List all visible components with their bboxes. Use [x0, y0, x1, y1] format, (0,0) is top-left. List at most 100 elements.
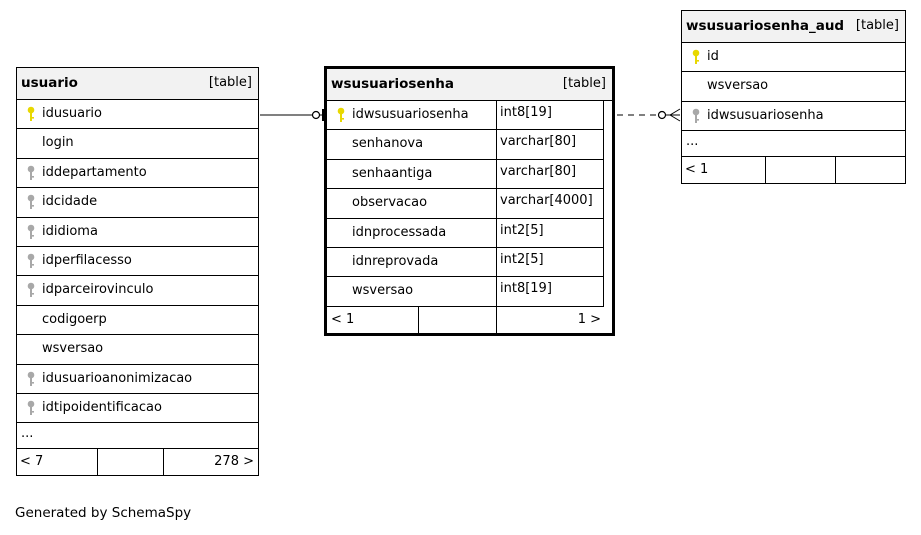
table-name[interactable]: wsusuariosenha — [331, 76, 454, 92]
foreign-key-icon — [26, 224, 36, 240]
table-footer: < 1 — [682, 157, 905, 184]
children-count: 278 > — [214, 454, 254, 470]
column-name: login — [42, 135, 74, 151]
footer-middle-cell — [97, 449, 163, 476]
table-wsusuariosenha-aud[interactable]: wsusuariosenha_aud [table] id wsversao idw… — [681, 10, 906, 185]
column-name: observacao — [352, 195, 428, 211]
column-name: senhanova — [352, 136, 424, 152]
column-name: idnreprovada — [352, 253, 439, 269]
children-count-cell[interactable]: 1 > — [496, 306, 605, 333]
table-usuario[interactable]: usuario [table] idusuario login iddepartam… — [16, 67, 259, 477]
children-count: 1 > — [577, 311, 601, 327]
column-list: idusuario login iddepartamento idcidade idid… — [17, 100, 258, 424]
generated-by-note: Generated by SchemaSpy — [15, 505, 192, 521]
primary-key-icon — [336, 107, 346, 123]
column-type: varchar[80] — [496, 130, 606, 159]
foreign-key-icon — [26, 253, 36, 269]
column-row[interactable]: idperfilacesso — [17, 247, 258, 277]
column-type: int8[19] — [496, 277, 606, 306]
column-list: idwsusuariosenha int8[19] senhanova varchar… — [327, 101, 612, 307]
column-row[interactable]: idusuario — [17, 100, 258, 130]
column-name: idusuarioanonimizacao — [42, 370, 193, 386]
column-name: id — [707, 49, 719, 64]
column-row[interactable]: wsversao — [682, 72, 905, 102]
column-type: varchar[80] — [496, 159, 606, 189]
column-row[interactable]: idcidade — [17, 188, 258, 218]
more-columns-indicator: ... — [686, 134, 699, 150]
column-row[interactable]: idwsusuariosenha — [682, 102, 905, 132]
column-name: idnprocessada — [352, 224, 447, 240]
primary-key-icon — [26, 106, 36, 122]
table-type-label: [table] — [855, 18, 899, 33]
table-type-label: [table] — [208, 75, 252, 90]
column-row[interactable]: senhaantiga varchar[80] — [327, 159, 606, 190]
column-row[interactable]: ididioma — [17, 218, 258, 247]
table-type-label: [table] — [562, 76, 606, 91]
primary-key-icon — [691, 49, 701, 65]
column-row[interactable]: observacao varchar[4000] — [327, 189, 606, 219]
table-header: wsusuariosenha_aud [table] — [682, 11, 905, 43]
column-row[interactable]: idnprocessada int2[5] — [327, 218, 606, 248]
foreign-key-icon — [26, 282, 36, 298]
parents-count: < 1 — [685, 162, 709, 178]
column-row[interactable]: idtipoidentificacao — [17, 394, 258, 424]
parents-count-cell[interactable]: < 1 — [327, 307, 418, 333]
footer-middle-cell — [765, 157, 835, 184]
relationship-wsusuariosenha-aud — [606, 108, 681, 122]
foreign-key-icon — [26, 165, 36, 181]
column-name: idusuario — [42, 106, 102, 121]
column-row[interactable]: codigoerp — [17, 306, 258, 336]
column-row[interactable]: wsversao — [17, 335, 258, 365]
parents-count: < 1 — [331, 311, 355, 327]
children-count-cell[interactable]: 278 > — [163, 449, 258, 476]
parents-count-cell[interactable]: < 1 — [682, 157, 765, 183]
column-name: wsversao — [352, 283, 414, 299]
column-row[interactable]: id — [682, 43, 905, 73]
column-name: ididioma — [42, 223, 98, 239]
table-header: usuario [table] — [17, 68, 258, 100]
column-row[interactable]: iddepartamento — [17, 159, 258, 189]
relationship-usuario-wsusuariosenha — [260, 109, 325, 121]
column-name: iddepartamento — [42, 164, 147, 180]
column-name: codigoerp — [42, 311, 107, 327]
column-type: varchar[4000] — [496, 189, 606, 218]
column-name: idwsusuariosenha — [352, 107, 469, 122]
foreign-key-icon — [26, 194, 36, 210]
footer-middle-cell — [418, 306, 496, 333]
column-name: idperfilacesso — [42, 252, 132, 268]
column-name: idparceirovinculo — [42, 282, 154, 298]
foreign-key-icon — [26, 400, 36, 416]
column-type: int8[19] — [496, 101, 606, 130]
footer-right-cell — [835, 157, 905, 184]
column-type: int2[5] — [496, 218, 606, 247]
foreign-key-icon — [26, 371, 36, 387]
column-row[interactable]: senhanova varchar[80] — [327, 130, 606, 160]
column-type: int2[5] — [496, 247, 606, 277]
table-header: wsusuariosenha [table] — [327, 69, 612, 101]
table-name[interactable]: wsusuariosenha_aud — [686, 18, 845, 34]
column-name: idwsusuariosenha — [707, 107, 824, 123]
parents-count: < 7 — [20, 454, 44, 470]
table-footer: < 7 278 > — [17, 449, 258, 476]
column-name: wsversao — [42, 341, 104, 357]
column-row[interactable]: idusuarioanonimizacao — [17, 365, 258, 394]
column-row[interactable]: idwsusuariosenha int8[19] — [327, 101, 606, 131]
table-name[interactable]: usuario — [21, 75, 78, 91]
column-name: idcidade — [42, 194, 98, 210]
column-name: wsversao — [707, 78, 769, 94]
more-columns-indicator: ... — [21, 426, 34, 442]
more-columns-row: ... — [682, 131, 905, 158]
table-footer: < 1 1 > — [327, 306, 612, 333]
column-row[interactable]: wsversao int8[19] — [327, 277, 606, 307]
column-row[interactable]: idparceirovinculo — [17, 276, 258, 306]
column-name: senhaantiga — [352, 165, 433, 181]
column-list: id wsversao idwsusuariosenha — [682, 43, 905, 132]
parents-count-cell[interactable]: < 7 — [17, 449, 97, 475]
column-name: idtipoidentificacao — [42, 399, 162, 415]
column-row[interactable]: login — [17, 129, 258, 159]
more-columns-row: ... — [17, 423, 258, 450]
foreign-key-icon — [691, 108, 701, 124]
column-row[interactable]: idnreprovada int2[5] — [327, 247, 606, 278]
